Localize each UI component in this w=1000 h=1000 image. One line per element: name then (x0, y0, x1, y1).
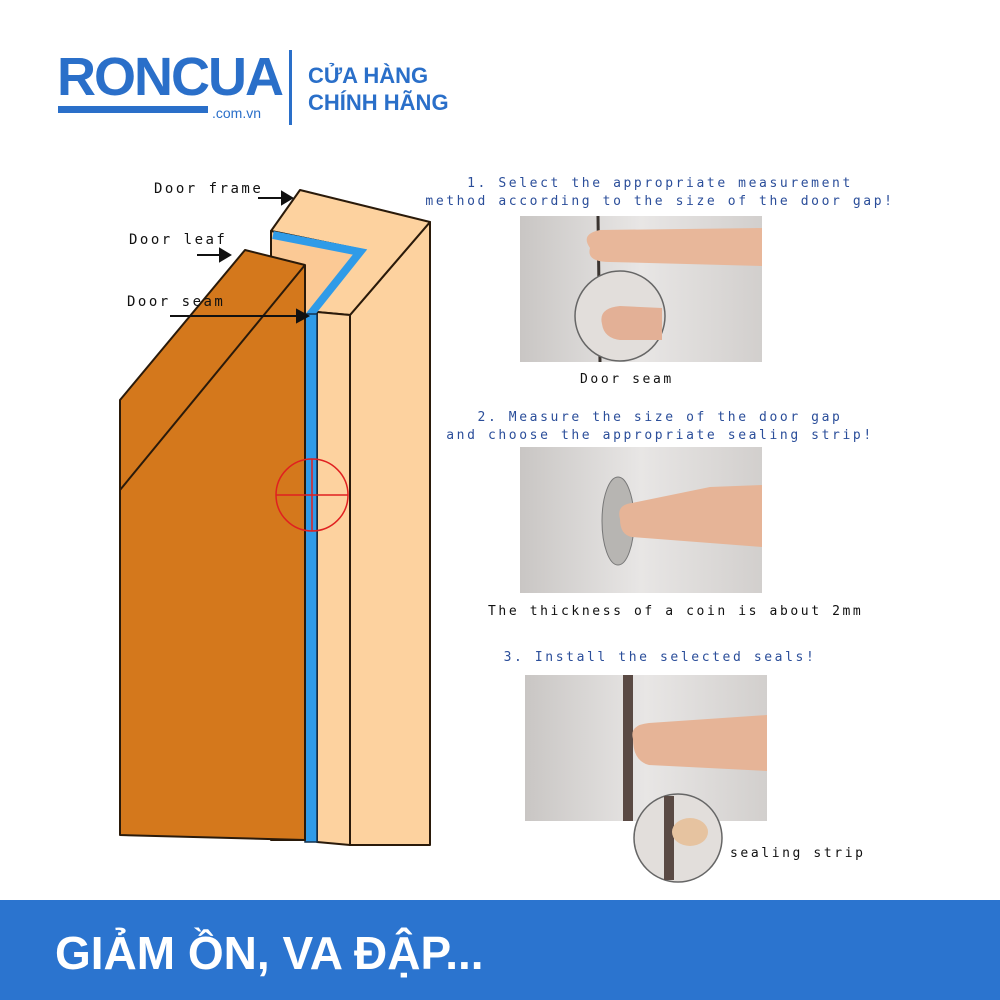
step-1-title-1: 1. Select the appropriate measurement (467, 176, 853, 191)
step-3-title: 3. Install the selected seals! (503, 650, 817, 665)
label-door-seam-arrow (170, 308, 311, 324)
step-3-zoom-circle (633, 793, 723, 883)
step-2-photo (520, 447, 762, 593)
step-1-title-2: method according to the size of the door… (425, 194, 895, 209)
step-1-photo (520, 216, 762, 362)
brand-logo: RONCUA (57, 47, 284, 107)
step-2-caption: The thickness of a coin is about 2mm (488, 604, 864, 619)
step-3-photo (525, 675, 767, 821)
door-leaf (119, 249, 306, 841)
logo-divider (289, 50, 292, 125)
brand-domain: .com.vn (212, 105, 262, 121)
frame-front-face (316, 311, 351, 846)
label-door-frame-arrow (258, 190, 294, 206)
label-door-leaf: Door leaf (129, 232, 228, 248)
logo-underline (58, 106, 208, 113)
door-diagram (119, 189, 431, 846)
step-2-title-1: 2. Measure the size of the door gap (477, 410, 843, 425)
seam-marker (275, 458, 349, 532)
bottom-banner (0, 900, 1000, 1000)
frame-side-face (349, 221, 431, 846)
banner-text: GIẢM ỒN, VA ĐẬP... (55, 927, 484, 979)
label-door-seam: Door seam (127, 294, 226, 310)
label-door-frame: Door frame (154, 181, 264, 197)
door-leaf-edge (119, 264, 306, 491)
brand-tagline-2: CHÍNH HÃNG (308, 90, 449, 115)
brand-tagline-1: CỬA HÀNG (308, 63, 429, 88)
step-1-caption: Door seam (580, 372, 674, 387)
seal-strip (304, 313, 318, 843)
seal-strip-top (272, 231, 368, 319)
step-2-title-2: and choose the appropriate sealing strip… (446, 428, 874, 443)
label-door-leaf-arrow (197, 247, 232, 263)
step-3-caption: sealing strip (730, 846, 866, 861)
